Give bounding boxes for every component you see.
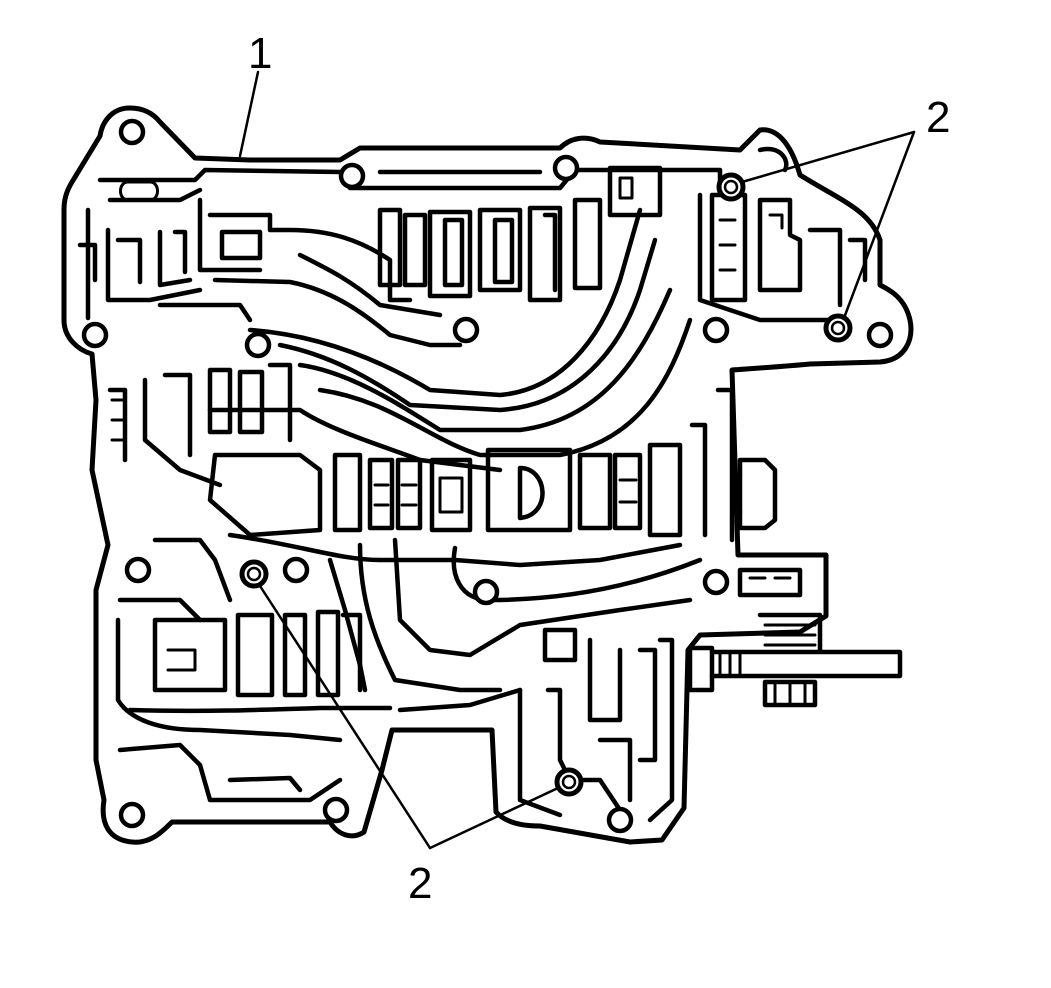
bolt-hole <box>244 331 272 359</box>
check-ball-top-right-a <box>716 172 746 202</box>
leader-line-2a <box>740 130 916 184</box>
bolt-hole <box>118 801 146 829</box>
actuator-shaft <box>687 612 903 708</box>
bolt-hole <box>282 556 310 584</box>
bolt-holes <box>81 118 894 834</box>
leader-line-1 <box>238 70 260 158</box>
bolt-hole <box>124 556 152 584</box>
valve-body-outline <box>61 105 914 845</box>
leader-lines <box>238 70 916 850</box>
bolt-hole <box>452 316 480 344</box>
callout-labels: 1 2 2 <box>248 29 950 908</box>
check-ball-lower-left <box>239 559 269 589</box>
valve-body-channels <box>77 146 868 823</box>
bolt-hole <box>81 321 109 349</box>
bolt-hole <box>866 321 894 349</box>
bolt-hole <box>322 796 350 824</box>
bolt-hole <box>702 568 730 596</box>
bolt-hole <box>338 162 366 190</box>
bolt-hole <box>606 806 634 834</box>
bolt-hole <box>702 316 730 344</box>
check-balls <box>239 172 853 797</box>
callout-label-2-top: 2 <box>926 93 950 142</box>
bolt-hole <box>118 118 146 146</box>
leader-line-2d <box>428 786 560 850</box>
check-ball-lower-right <box>554 767 584 797</box>
callout-label-1: 1 <box>248 29 272 78</box>
check-ball-top-right-b <box>823 313 853 343</box>
bolt-hole <box>472 578 500 606</box>
leader-line-2c <box>258 584 432 850</box>
leader-line-2b <box>842 130 916 320</box>
bolt-hole <box>552 154 580 182</box>
callout-label-2-bottom: 2 <box>408 859 432 908</box>
